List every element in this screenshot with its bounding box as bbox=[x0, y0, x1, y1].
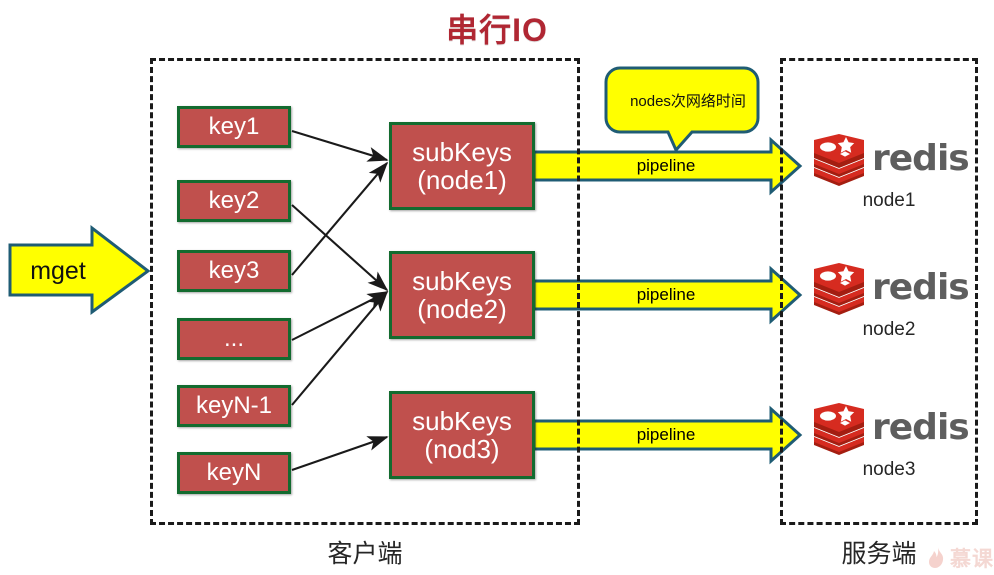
pipeline-arrow-3-icon bbox=[532, 405, 803, 465]
redis-node-2-name: node2 bbox=[862, 319, 916, 340]
key-box-n-label: keyN bbox=[206, 459, 262, 487]
pipeline-arrow-2-icon bbox=[532, 265, 803, 325]
redis-brand-1: redis bbox=[872, 138, 970, 179]
redis-brand-2: redis bbox=[872, 267, 970, 308]
subkeys-box-node3-line1: subKeys bbox=[412, 405, 512, 436]
redis-node-3-name: node3 bbox=[862, 459, 916, 480]
key-box-n-minus-1-label: keyN-1 bbox=[195, 392, 273, 420]
subkeys-box-node3[interactable]: subKeys (nod3) bbox=[389, 391, 535, 479]
redis-node-2[interactable]: redis node2 bbox=[810, 263, 980, 340]
pipeline-label-1: pipeline bbox=[636, 156, 696, 175]
pipeline-label-3: pipeline bbox=[636, 425, 696, 444]
redis-node-1-name: node1 bbox=[862, 190, 916, 211]
subkeys-box-node1[interactable]: subKeys (node1) bbox=[389, 122, 535, 210]
redis-node-3[interactable]: redis node3 bbox=[810, 403, 980, 480]
key-box-2[interactable]: key2 bbox=[177, 180, 291, 222]
key-box-3[interactable]: key3 bbox=[177, 250, 291, 292]
key-box-2-label: key2 bbox=[208, 187, 260, 215]
redis-logo-icon bbox=[814, 263, 864, 315]
subkeys-box-node1-line1: subKeys bbox=[412, 136, 512, 167]
redis-brand-3: redis bbox=[872, 407, 970, 448]
callout-text: nodes次网络时间 bbox=[630, 93, 746, 110]
pipeline-arrows bbox=[532, 136, 803, 465]
watermark: 慕课 bbox=[927, 543, 994, 573]
mget-arrow-icon bbox=[8, 224, 151, 315]
client-zone-label: 客户端 bbox=[327, 540, 403, 568]
pipeline-label-2: pipeline bbox=[636, 285, 696, 304]
server-zone-label: 服务端 bbox=[841, 540, 917, 568]
key-box-1[interactable]: key1 bbox=[177, 106, 291, 148]
key-box-3-label: key3 bbox=[208, 257, 260, 285]
server-zone bbox=[780, 58, 978, 525]
pipeline-arrow-1-icon bbox=[532, 136, 803, 196]
subkeys-box-node3-line2: (nod3) bbox=[424, 434, 500, 464]
callout-bubble bbox=[604, 66, 760, 153]
key-box-n[interactable]: keyN bbox=[177, 452, 291, 494]
mget-label: mget bbox=[30, 257, 86, 285]
flame-icon bbox=[929, 547, 944, 568]
subkeys-box-node2[interactable]: subKeys (node2) bbox=[389, 251, 535, 339]
key-box-ellipsis[interactable]: ... bbox=[177, 318, 291, 360]
watermark-text: 慕课 bbox=[950, 548, 994, 571]
key-box-ellipsis-label: ... bbox=[223, 325, 244, 353]
page-title: 串行IO bbox=[446, 12, 548, 48]
key-to-subkey-connectors bbox=[291, 129, 389, 471]
client-zone bbox=[150, 58, 580, 525]
redis-logo-icon bbox=[814, 134, 864, 186]
key-box-1-label: key1 bbox=[208, 113, 260, 141]
subkeys-box-node2-line1: subKeys bbox=[412, 265, 512, 296]
key-box-n-minus-1[interactable]: keyN-1 bbox=[177, 385, 291, 427]
redis-logo-icon bbox=[814, 403, 864, 455]
redis-node-1[interactable]: redis node1 bbox=[810, 134, 980, 211]
subkeys-box-node1-line2: (node1) bbox=[417, 165, 507, 195]
subkeys-box-node2-line2: (node2) bbox=[417, 294, 507, 324]
